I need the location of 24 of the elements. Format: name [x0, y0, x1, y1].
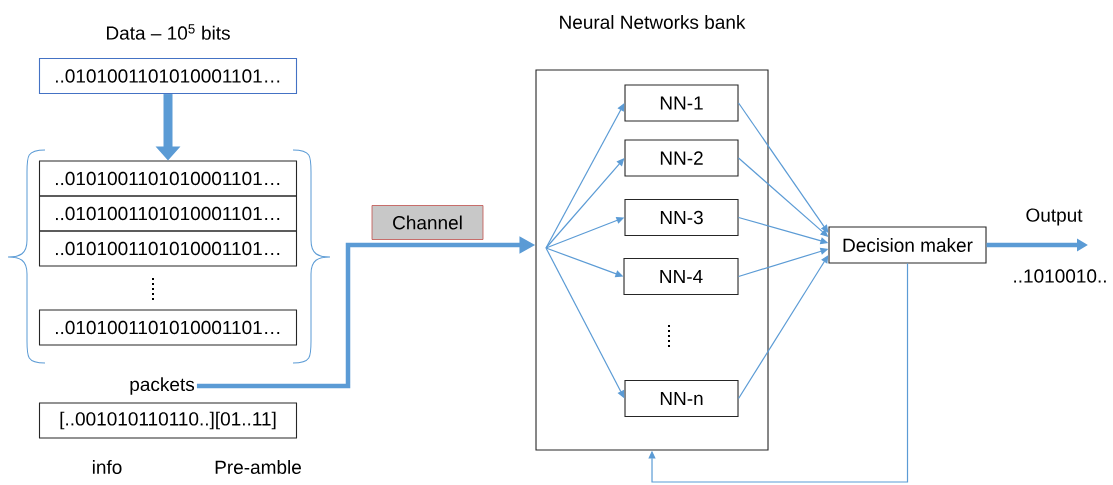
- packets-text: packets: [130, 377, 195, 395]
- network-box: NN-n: [624, 379, 739, 418]
- packet-box: ..0101001101010001101…: [38, 230, 298, 267]
- arrow: [737, 255, 829, 400]
- heading: Data – 10$^{5}$ bits: [107, 24, 230, 40]
- arrow: [545, 158, 625, 249]
- network-box: NN-2: [624, 139, 739, 177]
- decision-box: Decision maker: [828, 226, 987, 264]
- bit-string-box: ..0101001101010001101…: [38, 57, 298, 95]
- text-label: Pre-amble: [215, 460, 301, 474]
- text-label: info: [92, 460, 122, 474]
- network-box: NN-3: [624, 198, 739, 237]
- text-label: ..1010010..: [1014, 269, 1106, 283]
- network-box: NN-4: [623, 257, 739, 296]
- packet-box: ..0101001101010001101…: [38, 195, 298, 232]
- arrow: [648, 262, 909, 483]
- channel-box: Channel: [371, 205, 484, 240]
- packet-format-box: [..001010110110..][01..11]: [38, 402, 298, 439]
- edge-label: Output: [1023, 206, 1085, 228]
- heading: Neural Networks bank: [560, 15, 746, 29]
- arrow: [737, 102, 829, 233]
- packet-box: ..0101001101010001101…: [38, 309, 298, 346]
- network-box: NN-1: [624, 84, 739, 122]
- packet-box: ..0101001101010001101…: [38, 160, 298, 197]
